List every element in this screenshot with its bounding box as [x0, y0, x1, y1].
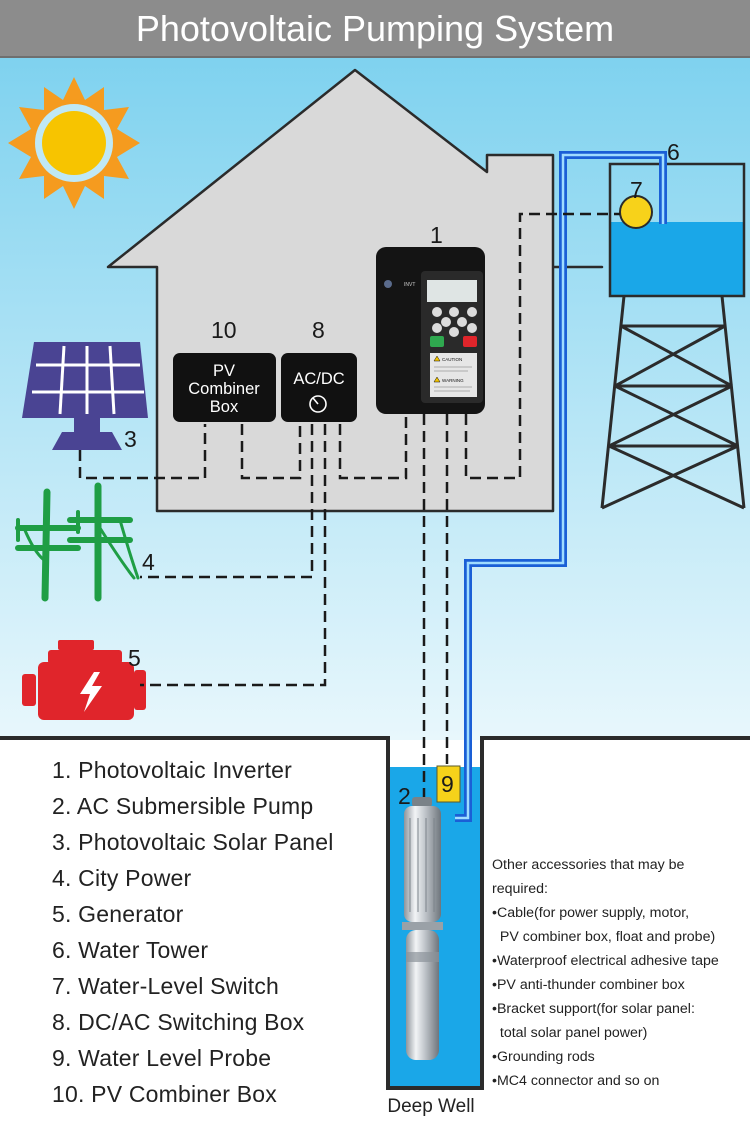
legend-item: 6. Water Tower	[52, 937, 209, 963]
label-7: 7	[630, 177, 643, 203]
water-tower	[600, 162, 746, 510]
label-5: 5	[128, 645, 141, 671]
label-4: 4	[142, 549, 155, 575]
acdc-label: AC/DC	[293, 370, 344, 388]
inverter-brand: INVT	[404, 282, 415, 288]
pv-combiner-line1: PV	[213, 362, 235, 380]
photovoltaic-inverter: INVT CAUTION WARNING	[376, 247, 485, 414]
inverter-caution: CAUTION	[442, 357, 462, 362]
label-2: 2	[398, 783, 411, 809]
wiring	[78, 212, 620, 800]
component-legend: 1. Photovoltaic Inverter 2. AC Submersib…	[52, 752, 334, 1112]
accessory-item: •MC4 connector and so on	[492, 1073, 660, 1089]
title-bar: Photovoltaic Pumping System	[0, 0, 750, 58]
label-10: 10	[211, 317, 237, 343]
system-diagram: PV Combiner Box AC/DC INVT	[0, 58, 750, 1129]
legend-item: 8. DC/AC Switching Box	[52, 1009, 305, 1035]
sun-icon	[8, 77, 140, 209]
legend-item: 10. PV Combiner Box	[52, 1081, 277, 1107]
legend-item: 7. Water-Level Switch	[52, 973, 280, 999]
legend-item: 4. City Power	[52, 865, 192, 891]
label-3: 3	[124, 426, 137, 452]
water-level-probe	[436, 765, 461, 803]
accessories-title-line2: required:	[492, 881, 548, 897]
pv-combiner-line3: Box	[210, 398, 239, 416]
accessory-item: •PV anti-thunder combiner box	[492, 977, 685, 993]
accessory-item: •Bracket support(for solar panel:	[492, 1001, 695, 1017]
submersible-pump	[402, 797, 443, 1060]
label-8: 8	[312, 317, 325, 343]
label-1: 1	[430, 222, 443, 248]
accessories-title-line1: Other accessories that may be	[492, 857, 685, 873]
accessory-item: total solar panel power)	[492, 1025, 648, 1041]
legend-item: 5. Generator	[52, 901, 184, 927]
accessory-item: •Cable(for power supply, motor,	[492, 905, 690, 921]
accessories-list: Other accessories that may be required: …	[492, 853, 750, 1093]
deep-well-label: Deep Well	[387, 1096, 475, 1117]
label-6: 6	[667, 139, 680, 165]
water-pipe	[455, 151, 667, 822]
city-power-icon	[15, 482, 140, 602]
accessory-item: •Grounding rods	[492, 1049, 595, 1065]
inverter-warning: WARNING	[442, 378, 464, 383]
legend-item: 1. Photovoltaic Inverter	[52, 757, 293, 783]
dial-icon	[309, 395, 327, 413]
pv-combiner-box: PV Combiner Box	[173, 353, 276, 422]
accessory-item: •Waterproof electrical adhesive tape	[492, 953, 719, 969]
water-level-switch	[619, 195, 653, 229]
acdc-switching-box: AC/DC	[281, 353, 357, 422]
solar-panel-icon	[22, 342, 148, 450]
page-title: Photovoltaic Pumping System	[135, 8, 615, 49]
pv-combiner-line2: Combiner	[188, 380, 260, 398]
legend-item: 3. Photovoltaic Solar Panel	[52, 829, 334, 855]
generator-icon	[22, 640, 146, 720]
accessory-item: PV combiner box, float and probe)	[492, 929, 716, 945]
label-9: 9	[441, 771, 454, 797]
legend-item: 9. Water Level Probe	[52, 1045, 272, 1071]
legend-item: 2. AC Submersible Pump	[52, 793, 314, 819]
